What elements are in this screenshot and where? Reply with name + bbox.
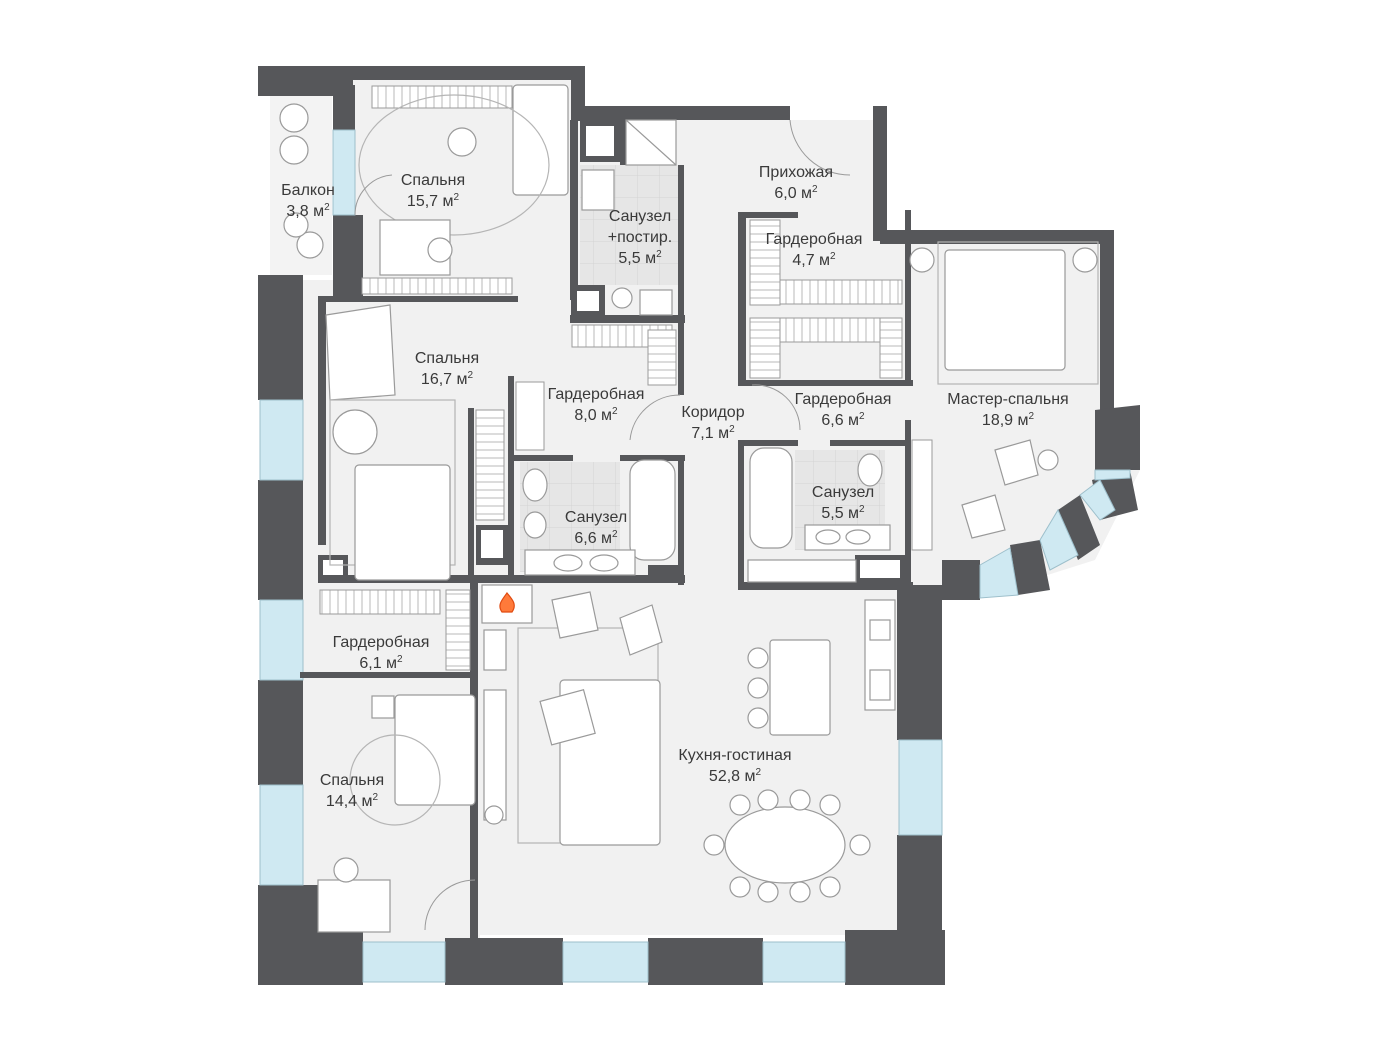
room-name: Спальня: [400, 172, 466, 189]
room-name: Коридор: [681, 404, 745, 421]
bathtub-icon: [749, 447, 793, 549]
room-name: Санузел: [564, 509, 628, 526]
area-unit-superscript: 2: [1028, 411, 1035, 422]
room-label-master: Мастер-спальня 18,9 м2: [947, 389, 1068, 431]
room-area: 6,6 м: [821, 412, 860, 429]
room-label-bedroom2: Спальня 16,7 м2: [415, 348, 479, 390]
windows: [259, 129, 1131, 983]
washing-machine-icon: [611, 287, 633, 309]
room-area: 3,8 м: [286, 203, 325, 220]
sink-icon: [553, 554, 583, 572]
room-area: 5,5 м: [618, 250, 657, 267]
area-unit-superscript: 2: [612, 529, 618, 540]
bed-icon: [944, 249, 1066, 371]
room-name: Гардеробная: [794, 391, 892, 408]
stove-icon: [869, 669, 891, 701]
area-unit-superscript: 2: [859, 411, 865, 422]
room-area: 18,9 м: [981, 412, 1029, 429]
room-label-bath3: Санузел 5,5 м2: [812, 482, 874, 524]
room-label-wardrobe2: Гардеробная 8,0 м2: [548, 384, 645, 426]
room-label-bath1: Санузел +постир. 5,5 м2: [600, 206, 680, 269]
area-unit-superscript: 2: [324, 202, 330, 213]
armchair-icon: [551, 591, 599, 639]
armchair-icon: [619, 604, 663, 656]
room-area: 5,5 м: [821, 505, 860, 522]
room-label-corridor: Коридор 7,1 м2: [681, 402, 744, 444]
room-label-bath2: Санузел 6,6 м2: [565, 507, 627, 549]
room-label-wardrobe1: Гардеробная 4,7 м2: [766, 229, 863, 271]
room-name: Гардеробная: [332, 634, 430, 651]
room-name: Прихожая: [758, 164, 834, 181]
area-unit-superscript: 2: [729, 424, 735, 435]
room-name: Балкон: [281, 182, 335, 199]
room-name: Кухня-гостиная: [678, 747, 792, 764]
bed-icon: [512, 84, 569, 196]
room-label-balcony: Балкон 3,8 м2: [281, 180, 335, 222]
room-area: 6,6 м: [574, 530, 613, 547]
room-area: 7,1 м: [691, 425, 730, 442]
toilet-icon: [522, 468, 548, 502]
sink-icon: [589, 554, 619, 572]
room-area: 15,7 м: [406, 193, 454, 210]
area-unit-superscript: 2: [612, 406, 618, 417]
area-unit-superscript: 2: [397, 654, 403, 665]
wardrobes: [319, 85, 933, 671]
room-name: Гардеробная: [547, 386, 645, 403]
armchair-icon: [961, 494, 1006, 539]
dining-table-icon: [724, 806, 846, 884]
room-name: Спальня: [414, 350, 480, 367]
area-unit-superscript: 2: [467, 370, 474, 381]
bed-icon: [354, 464, 451, 581]
room-name: Мастер-спальня: [947, 391, 1069, 408]
room-area: 16,7 м: [420, 371, 468, 388]
room-name: Санузел: [811, 484, 875, 501]
room-name: Спальня: [319, 772, 385, 789]
shower-icon: [639, 289, 673, 316]
furniture: [279, 84, 1099, 933]
room-label-bedroom1: Спальня 15,7 м2: [401, 170, 465, 212]
room-label-hall: Прихожая 6,0 м2: [759, 162, 833, 204]
room-area: 52,8 м: [708, 768, 756, 785]
room-name: Гардеробная: [765, 231, 863, 248]
room-label-bedroom3: Спальня 14,4 м2: [320, 770, 384, 812]
room-area: 6,1 м: [359, 655, 398, 672]
area-unit-superscript: 2: [859, 504, 865, 515]
area-unit-superscript: 2: [372, 792, 379, 803]
area-unit-superscript: 2: [812, 184, 818, 195]
room-label-kitchen: Кухня-гостиная 52,8 м2: [678, 745, 791, 787]
room-label-wardrobe3: Гардеробная 6,6 м2: [795, 389, 892, 431]
area-unit-superscript: 2: [830, 251, 836, 262]
room-label-wardrobe4: Гардеробная 6,1 м2: [333, 632, 430, 674]
room-area: 8,0 м: [574, 407, 613, 424]
door-swing-icon: [354, 119, 851, 931]
outer-walls: [258, 66, 1140, 985]
toilet-icon: [857, 453, 883, 487]
room-area: 4,7 м: [792, 252, 831, 269]
room-area: 6,0 м: [774, 185, 813, 202]
area-unit-superscript: 2: [453, 192, 460, 203]
bed-icon: [394, 694, 476, 806]
armchair-icon: [994, 439, 1039, 486]
shafts: [318, 120, 905, 583]
desk-icon: [317, 879, 391, 933]
umbrella-icon: [325, 304, 396, 401]
room-name: Санузел +постир.: [607, 208, 673, 246]
bathtub-icon: [629, 459, 676, 561]
area-unit-superscript: 2: [656, 249, 662, 260]
room-area: 14,4 м: [325, 793, 373, 810]
teddy-bear-icon: [447, 127, 477, 157]
area-unit-superscript: 2: [755, 767, 762, 778]
